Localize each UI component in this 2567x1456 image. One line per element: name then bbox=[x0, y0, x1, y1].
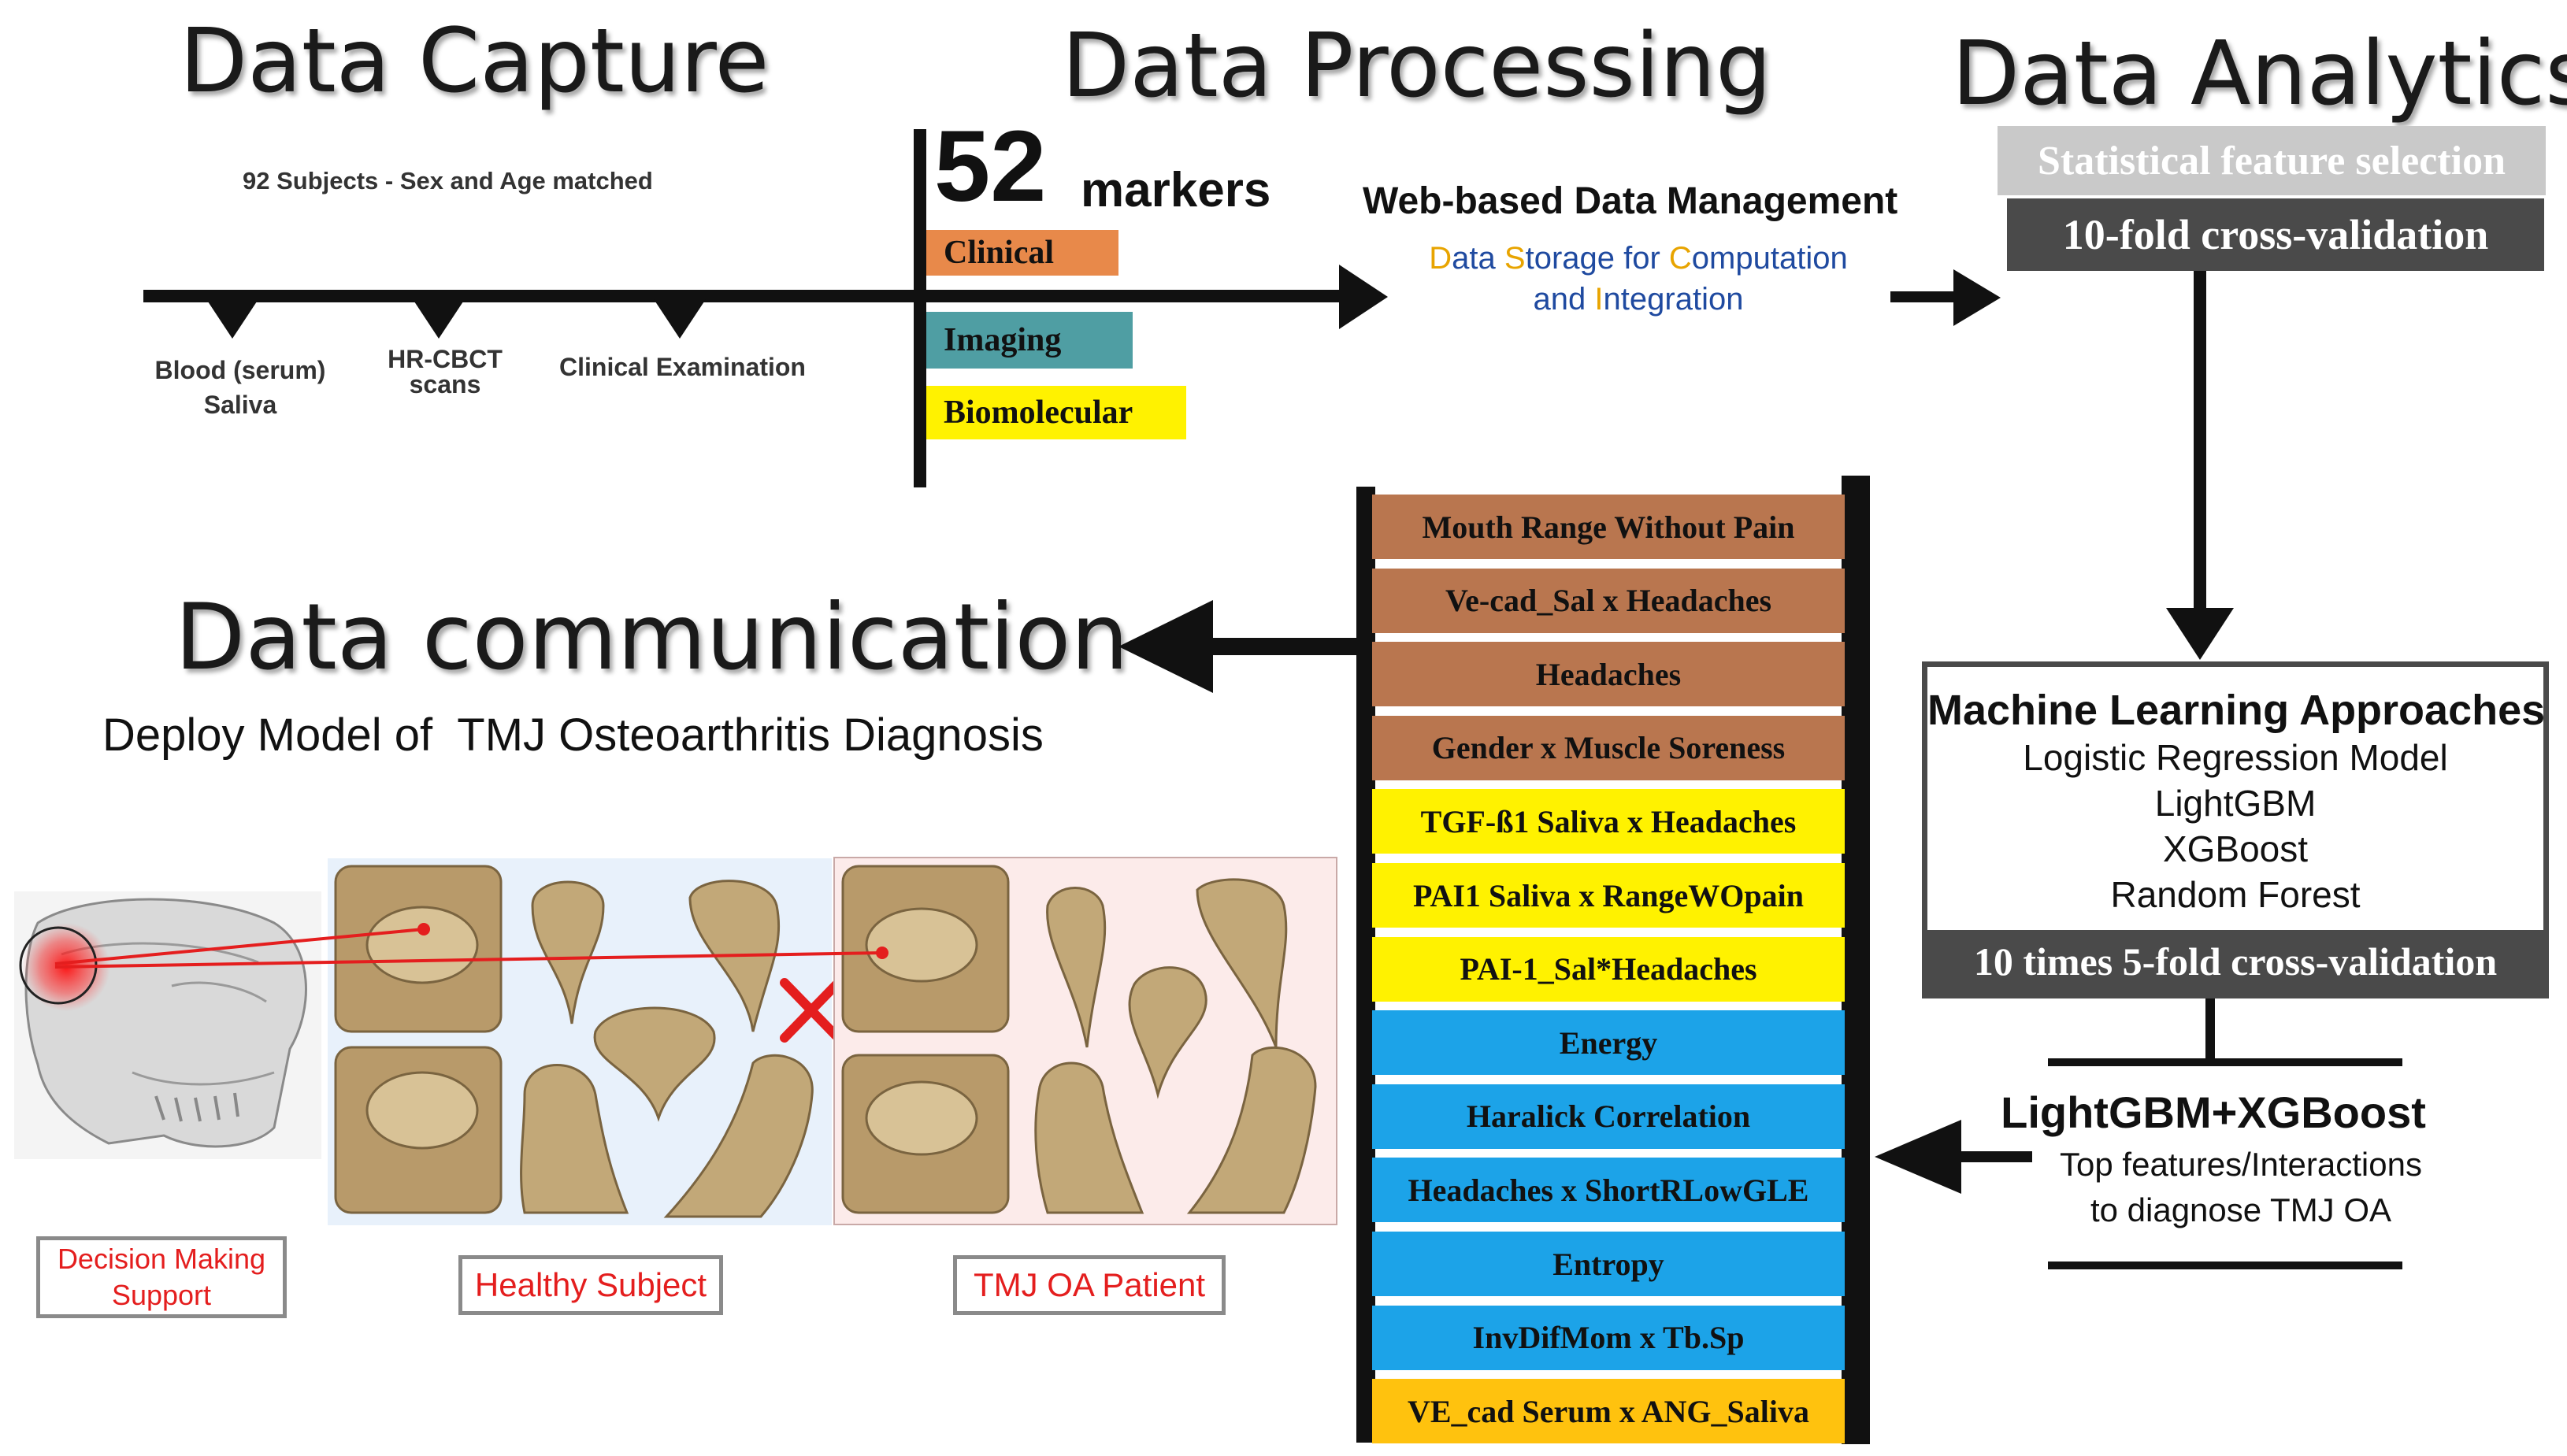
arrow-to-ml-shaft bbox=[2194, 271, 2206, 617]
decision-making-box: Decision Making Support bbox=[36, 1236, 287, 1318]
healthy-condyles-drawing bbox=[334, 865, 814, 1218]
dsci-letter-i: I bbox=[1594, 282, 1604, 317]
ml-cv-5fold: 10 times 5-fold cross-validation bbox=[1927, 930, 2543, 993]
ml-approaches-title: Machine Learning Approaches bbox=[1927, 687, 2546, 734]
top-features-line2: to diagnose TMJ OA bbox=[2090, 1191, 2392, 1228]
healthy-condyles-image bbox=[328, 858, 832, 1225]
ml-item-lightgbm: LightGBM bbox=[2154, 783, 2317, 824]
dsci-word-omputation: omputation bbox=[1691, 241, 1848, 276]
arrow-to-features-head bbox=[1875, 1120, 1961, 1194]
features-right-rail bbox=[1842, 476, 1870, 1444]
oa-condyles-image bbox=[833, 857, 1337, 1225]
dsci-word-ntegration: ntegration bbox=[1603, 282, 1744, 317]
top-features-text: Top features/Interactions to diagnose TM… bbox=[2001, 1142, 2481, 1233]
arrow-to-features-shaft bbox=[1938, 1151, 2032, 1162]
category-biomolecular: Biomolecular bbox=[926, 386, 1186, 439]
deploy-model-text: Deploy Model of TMJ Osteoarthritis Diagn… bbox=[102, 709, 1044, 761]
timeline-arrowhead bbox=[1339, 265, 1388, 329]
title-data-communication: Data communication bbox=[175, 584, 1129, 691]
statistical-feature-selection: Statistical feature selection bbox=[1998, 126, 2546, 195]
category-clinical: Clinical bbox=[926, 230, 1118, 276]
title-data-analytics: Data Analytics bbox=[1952, 23, 2567, 125]
dsci-line2: and Integration bbox=[1386, 279, 1890, 320]
feature-row: Headaches x ShortRLowGLE bbox=[1372, 1158, 1845, 1223]
arrow-to-analytics-head bbox=[1953, 269, 2001, 326]
ml-item-xgboost: XGBoost bbox=[2162, 828, 2309, 869]
cbct-label-line1: HR-CBCT bbox=[388, 345, 503, 373]
feature-row: Mouth Range Without Pain bbox=[1372, 495, 1845, 559]
web-data-management-title: Web-based Data Management bbox=[1363, 180, 1898, 222]
clinical-exam-label: Clinical Examination bbox=[559, 353, 806, 381]
feature-row: Ve-cad_Sal x Headaches bbox=[1372, 568, 1845, 633]
dsci-line1: Data Storage for Computation bbox=[1386, 238, 1890, 279]
subjects-text: 92 Subjects - Sex and Age matched bbox=[243, 167, 653, 195]
blood-label-line1: Blood (serum) bbox=[154, 356, 326, 384]
title-data-capture: Data Capture bbox=[180, 10, 770, 113]
feature-row: Headaches bbox=[1372, 642, 1845, 707]
processing-divider bbox=[914, 129, 926, 487]
ml-item-logistic: Logistic Regression Model bbox=[2023, 737, 2448, 778]
arrow-to-ml-head bbox=[2166, 608, 2234, 660]
blood-label: Blood (serum) Saliva bbox=[142, 353, 339, 422]
healthy-subject-box: Healthy Subject bbox=[458, 1255, 723, 1315]
feature-row: Haralick Correlation bbox=[1372, 1084, 1845, 1149]
arrow-to-communication-shaft bbox=[1197, 638, 1363, 655]
feature-row: PAI-1_Sal*Headaches bbox=[1372, 936, 1845, 1002]
ml-item-random-forest: Random Forest bbox=[2110, 874, 2361, 915]
cbct-label: HR-CBCT scans bbox=[370, 346, 520, 397]
feature-row: Gender x Muscle Soreness bbox=[1372, 715, 1845, 780]
dsci-text: Data Storage for Computation and Integra… bbox=[1386, 238, 1890, 320]
category-imaging: Imaging bbox=[926, 312, 1133, 369]
ensemble-label: LightGBM+XGBoost bbox=[2001, 1087, 2426, 1137]
decision-line1: Decision Making bbox=[57, 1243, 266, 1275]
ml-bracket-stem bbox=[2205, 998, 2215, 1060]
ml-bracket-top bbox=[2048, 1058, 2402, 1066]
red-x-icon bbox=[780, 978, 843, 1043]
ml-bracket-bottom bbox=[2048, 1261, 2402, 1269]
top-features-line1: Top features/Interactions bbox=[2060, 1146, 2422, 1183]
red-connector-lines bbox=[54, 923, 888, 969]
oa-patient-box: TMJ OA Patient bbox=[953, 1255, 1226, 1315]
feature-row: InvDifMom x Tb.Sp bbox=[1372, 1305, 1845, 1370]
cbct-label-line2: scans bbox=[409, 370, 481, 398]
dsci-word-and: and bbox=[1533, 282, 1595, 317]
dsci-word-ata: ata bbox=[1452, 241, 1504, 276]
timeline-marker-blood bbox=[206, 299, 258, 339]
dsci-letter-c: C bbox=[1668, 241, 1692, 276]
dsci-word-torage: torage for bbox=[1525, 241, 1669, 276]
skull-image bbox=[14, 891, 321, 1159]
arrow-to-communication-head bbox=[1118, 600, 1213, 693]
oa-condyles-drawing bbox=[841, 865, 1317, 1214]
timeline-marker-cbct bbox=[413, 299, 465, 339]
title-data-processing: Data Processing bbox=[1062, 15, 1772, 117]
dsci-letter-s: S bbox=[1504, 241, 1526, 276]
markers-word: markers bbox=[1081, 163, 1271, 217]
ml-approaches-box: Machine Learning Approaches Logistic Reg… bbox=[1922, 661, 2549, 998]
feature-row: Energy bbox=[1372, 1010, 1845, 1076]
marker-count: 52 bbox=[934, 110, 1047, 223]
feature-row: Entropy bbox=[1372, 1232, 1845, 1296]
feature-row: TGF-ß1 Saliva x Headaches bbox=[1372, 789, 1845, 854]
blood-label-line2: Saliva bbox=[203, 391, 277, 419]
feature-row: PAI1 Saliva x RangeWOpain bbox=[1372, 863, 1845, 928]
decision-line2: Support bbox=[111, 1279, 212, 1311]
timeline-marker-clinical bbox=[654, 299, 706, 339]
ten-fold-cv: 10-fold cross-validation bbox=[2007, 198, 2544, 271]
dsci-letter-d: D bbox=[1429, 241, 1452, 276]
feature-row: VE_cad Serum x ANG_Saliva bbox=[1372, 1379, 1845, 1444]
